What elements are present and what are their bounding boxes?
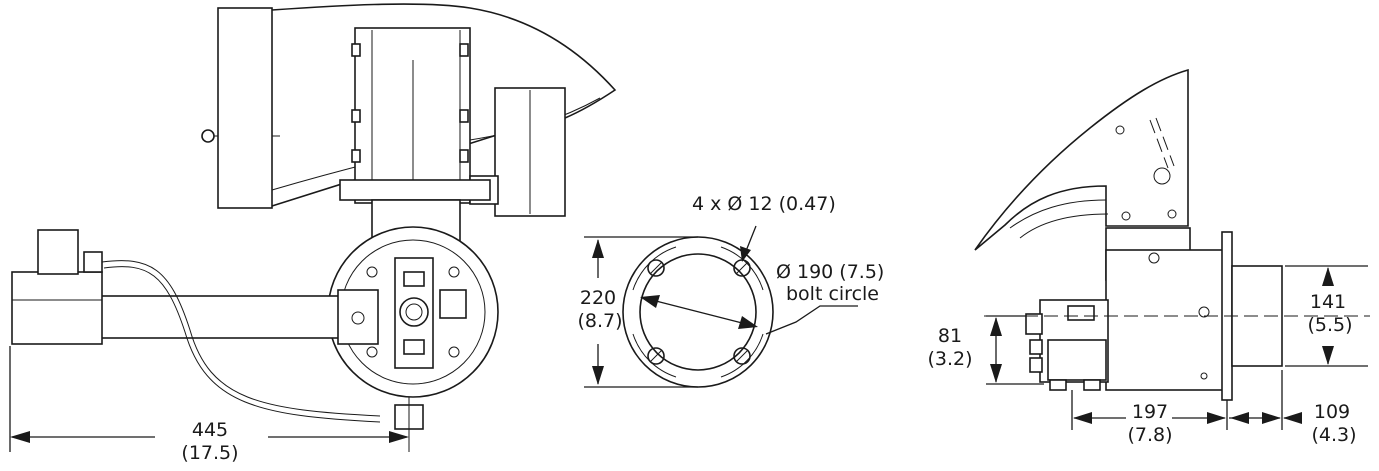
dim-141-value: 141 [1310,291,1346,313]
flange-bore [639,253,757,371]
dim-109-imperial: (4.3) [1311,424,1356,446]
bolt-hole [647,347,665,365]
dim-445-imperial: (17.5) [181,442,238,464]
motor-housing [217,7,273,209]
dim-141-imperial: (5.5) [1307,314,1352,336]
dim-445-value: 445 [192,419,228,441]
bolt-hole [647,259,665,277]
dim-220-value: 220 [580,287,616,309]
dim-197-imperial: (7.8) [1127,424,1172,446]
burner-front-view: 445 (17.5) [9,3,617,464]
dim-197-value: 197 [1132,401,1168,423]
dim-81-value: 81 [938,325,962,347]
bolt-hole [733,347,751,365]
dim-109-value: 109 [1314,401,1350,423]
lifting-eye [201,129,215,143]
dim-81-imperial: (3.2) [927,348,972,370]
burner-side-view: 141 (5.5) 81 (3.2) 197 (7.8) 109 (4.3) [927,68,1370,446]
bolt-circle-value: Ø 190 (7.5) [776,261,884,283]
flange-view: 4 x Ø 12 (0.47) Ø 190 (7.5) bolt circle … [577,193,884,388]
pressure-tube [101,260,381,417]
gas-pipe-arm [99,295,341,339]
gas-regulator [11,271,103,345]
bolt-circle-label: bolt circle [786,283,879,305]
blower-scroll [974,68,1189,251]
dim-220-imperial: (8.7) [577,310,622,332]
holes-label: 4 x Ø 12 (0.47) [692,193,836,215]
